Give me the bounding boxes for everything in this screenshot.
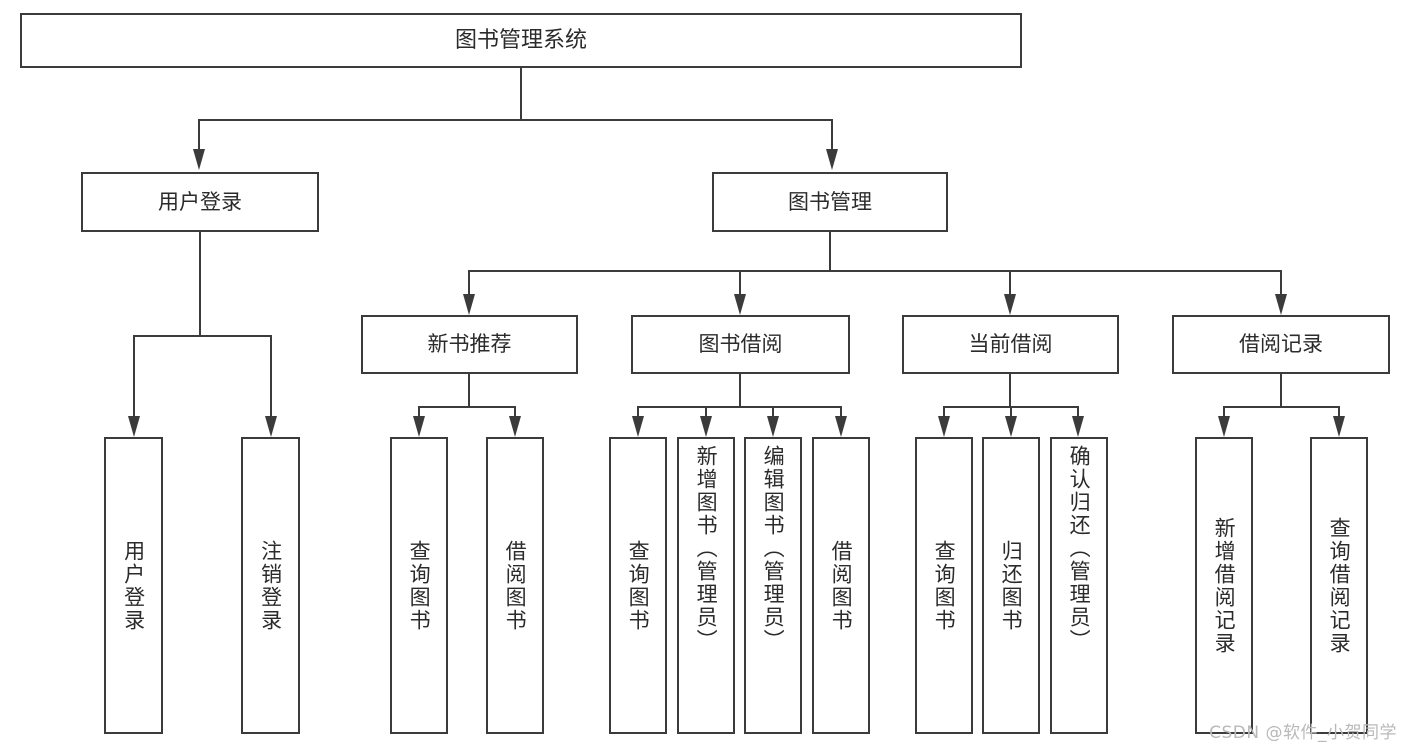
node-label: 用户登录 (121, 539, 146, 632)
arrowhead-nbr-2 (509, 416, 521, 437)
arrowhead-new-book-recommend (463, 294, 475, 315)
watermark: CSDN @软件_小贺同学 (1209, 723, 1397, 743)
node-label: 新书推荐 (427, 332, 512, 357)
leaf-node-confirm-return-admin[interactable]: 确认归还（管理员） (1050, 437, 1108, 734)
connector-drop-new-book-recommend (468, 270, 470, 294)
node-label: 查询图书 (407, 539, 432, 632)
leaf-node-return-book[interactable]: 归还图书 (982, 437, 1040, 734)
connector-borrow-record-stem (1280, 374, 1282, 406)
node-label: 查询借阅记录 (1327, 516, 1352, 655)
connector-drop-cb-2 (1010, 406, 1012, 416)
arrowhead-current-borrow (1004, 294, 1016, 315)
leaf-node-query-book-nbr[interactable]: 查询图书 (390, 437, 448, 734)
node-label: 新增图书（管理员） (694, 445, 719, 652)
connector-drop-bb-3 (772, 406, 774, 416)
arrowhead-book-borrow (734, 294, 746, 315)
connector-drop-bb-1 (637, 406, 639, 416)
node-label: 新增借阅记录 (1212, 516, 1237, 655)
node-book-borrow[interactable]: 图书借阅 (631, 315, 850, 374)
connector-drop-br-1 (1223, 406, 1225, 416)
connector-borrow-record-bus (1223, 406, 1340, 408)
node-label: 图书管理 (788, 189, 872, 214)
leaf-node-query-borrow-record[interactable]: 查询借阅记录 (1310, 437, 1368, 734)
node-label: 查询图书 (932, 539, 957, 632)
leaf-node-borrow-book-bb[interactable]: 借阅图书 (812, 437, 870, 734)
arrowhead-leaf-logout (265, 416, 277, 437)
arrowhead-cb-1 (938, 416, 950, 437)
connector-new-book-recommend-bus (418, 406, 516, 408)
node-label: 查询图书 (626, 539, 651, 632)
node-current-borrow[interactable]: 当前借阅 (902, 315, 1119, 374)
connector-drop-book-management (831, 119, 833, 149)
connector-drop-br-2 (1338, 406, 1340, 416)
connector-drop-current-borrow (1009, 270, 1011, 294)
arrowhead-bb-1 (632, 416, 644, 437)
connector-root-stem (520, 68, 522, 119)
arrowhead-leaf-user-login (128, 416, 140, 437)
node-book-management[interactable]: 图书管理 (712, 172, 948, 232)
leaf-node-borrow-book-nbr[interactable]: 借阅图书 (486, 437, 544, 734)
connector-level2-bus (468, 270, 1282, 272)
leaf-node-add-book-admin[interactable]: 新增图书（管理员） (677, 437, 735, 734)
leaf-node-logout[interactable]: 注销登录 (241, 437, 300, 734)
leaf-node-query-book-bb[interactable]: 查询图书 (609, 437, 667, 734)
arrowhead-br-2 (1333, 416, 1345, 437)
leaf-node-user-login[interactable]: 用户登录 (104, 437, 163, 734)
arrowhead-nbr-1 (413, 416, 425, 437)
connector-drop-book-borrow (739, 270, 741, 294)
node-borrow-record[interactable]: 借阅记录 (1172, 315, 1390, 374)
arrowhead-user-login (193, 149, 205, 170)
node-root-book-management-system[interactable]: 图书管理系统 (20, 13, 1022, 68)
node-new-book-recommend[interactable]: 新书推荐 (361, 315, 578, 374)
arrowhead-bb-2 (700, 416, 712, 437)
connector-user-login-bus (133, 335, 271, 337)
connector-drop-user-login (198, 119, 200, 149)
connector-drop-cb-3 (1077, 406, 1079, 416)
arrowhead-borrow-record (1275, 294, 1287, 315)
leaf-node-query-book-cb[interactable]: 查询图书 (915, 437, 973, 734)
connector-drop-leaf-user-login (133, 335, 135, 416)
connector-drop-bb-4 (840, 406, 842, 416)
node-user-login[interactable]: 用户登录 (81, 172, 319, 232)
connector-new-book-recommend-stem (468, 374, 470, 406)
node-label: 用户登录 (158, 189, 242, 214)
connector-user-login-stem (199, 232, 201, 335)
leaf-node-add-borrow-record[interactable]: 新增借阅记录 (1195, 437, 1253, 734)
node-label: 借阅图书 (503, 539, 528, 632)
arrowhead-cb-2 (1005, 416, 1017, 437)
connector-drop-nbr-1 (418, 406, 420, 416)
node-label: 确认归还（管理员） (1067, 445, 1092, 652)
node-label: 借阅图书 (829, 539, 854, 632)
connector-book-borrow-stem (739, 374, 741, 406)
node-label: 借阅记录 (1239, 332, 1323, 357)
arrowhead-bb-3 (767, 416, 779, 437)
connector-drop-borrow-record (1280, 270, 1282, 294)
arrowhead-bb-4 (835, 416, 847, 437)
node-label: 图书借阅 (698, 332, 783, 357)
node-label: 归还图书 (999, 539, 1024, 632)
node-label: 编辑图书（管理员） (761, 445, 786, 652)
connector-drop-bb-2 (705, 406, 707, 416)
arrowhead-cb-3 (1072, 416, 1084, 437)
connector-drop-cb-1 (943, 406, 945, 416)
connector-drop-nbr-2 (514, 406, 516, 416)
arrowhead-book-management (826, 149, 838, 170)
connector-book-management-stem (829, 232, 831, 270)
node-label: 注销登录 (258, 539, 283, 632)
connector-book-borrow-bus (637, 406, 842, 408)
connector-root-bus (198, 119, 833, 121)
connector-current-borrow-stem (1009, 374, 1011, 406)
node-label: 图书管理系统 (454, 27, 587, 53)
arrowhead-br-1 (1218, 416, 1230, 437)
connector-drop-leaf-logout (270, 335, 272, 416)
node-label: 当前借阅 (968, 332, 1053, 357)
leaf-node-edit-book-admin[interactable]: 编辑图书（管理员） (744, 437, 802, 734)
